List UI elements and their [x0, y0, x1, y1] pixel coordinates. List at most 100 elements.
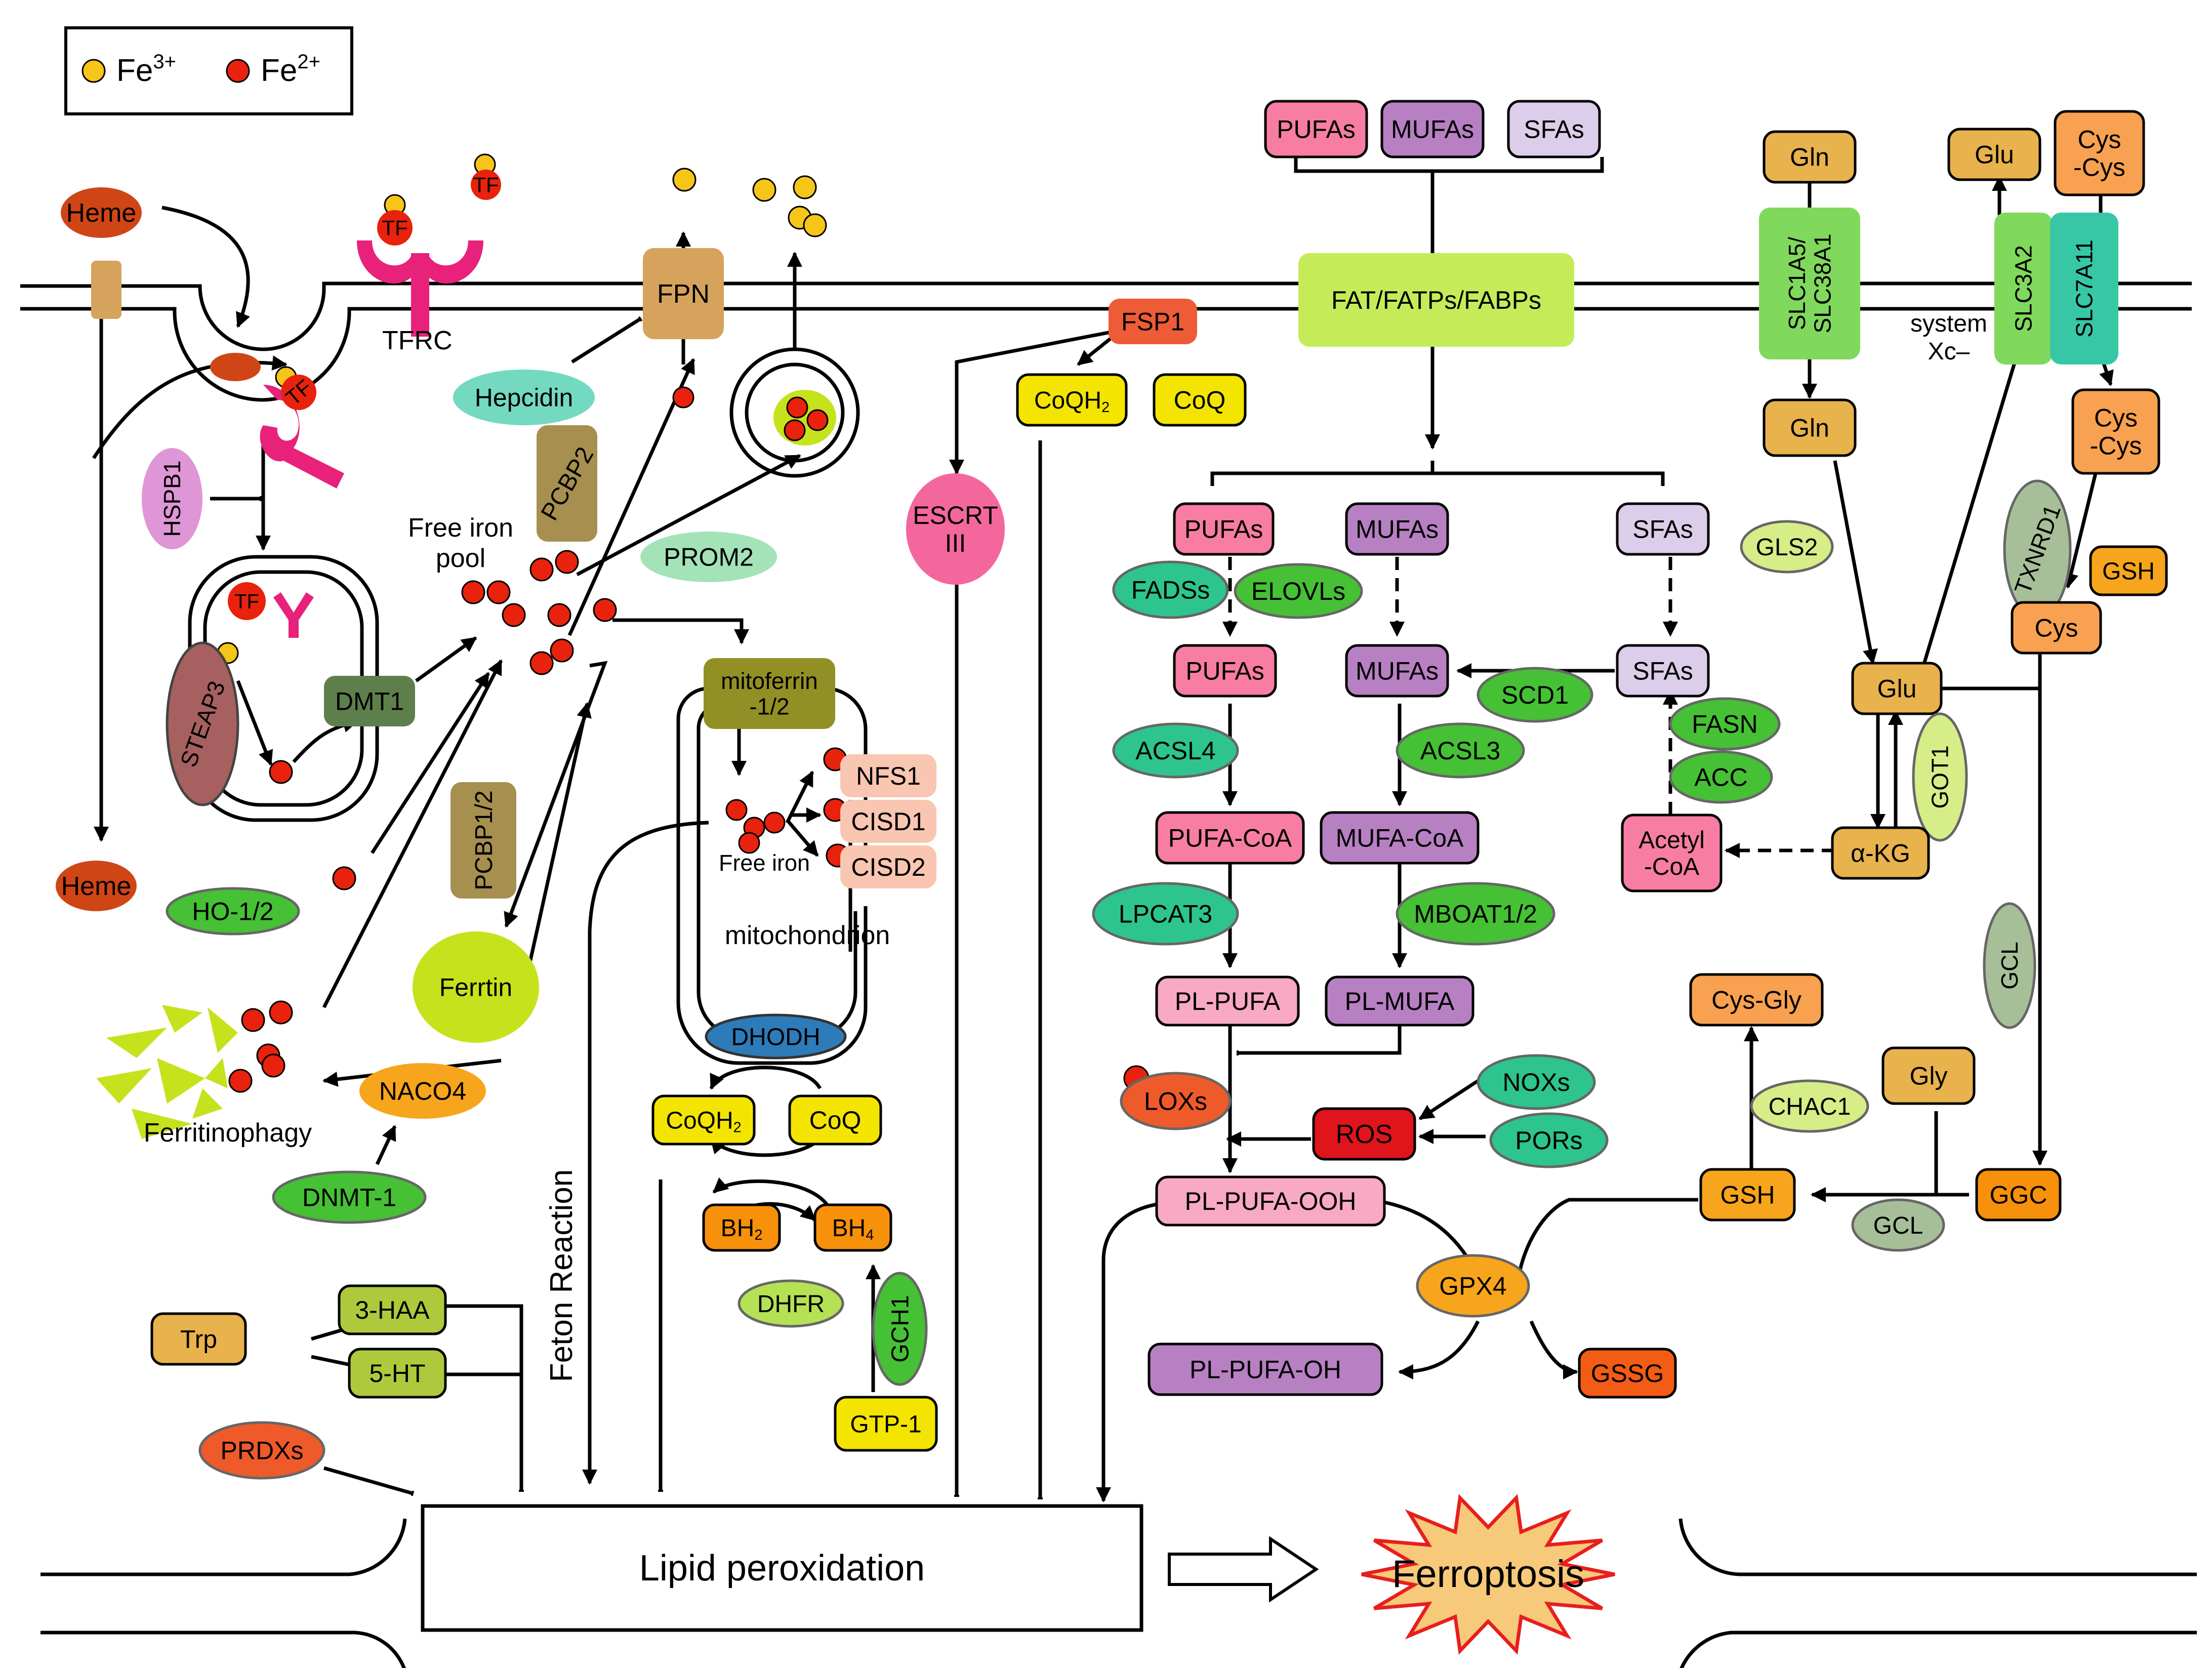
fsp1-coqh2-shape	[1016, 373, 1128, 427]
pl-mufa-label: PL-MUFA	[1345, 987, 1455, 1015]
steap3-node: STEAP3	[166, 641, 239, 806]
lpcat3-label: LPCAT3	[1119, 900, 1212, 928]
tf-node-a: TF	[471, 170, 501, 200]
fat-label: FAT/FATPs/FABPs	[1331, 286, 1541, 314]
tf-node-a-shape	[471, 170, 501, 200]
mito-coq-node: CoQ	[788, 1094, 882, 1146]
hepcidin-label: Hepcidin	[475, 384, 574, 412]
slc1a5-node: SLC1A5/SLC38A1	[1759, 208, 1860, 359]
fat-shape	[1298, 253, 1574, 347]
pl-mufa-node: PL-MUFA	[1325, 975, 1474, 1027]
gsh-b-shape	[1699, 1168, 1796, 1222]
ros-label: ROS	[1336, 1120, 1393, 1149]
tf-node-d-shape	[228, 582, 266, 620]
mitoferrin-shape	[704, 658, 835, 729]
pufas-2-node: PUFAs	[1173, 644, 1277, 698]
gln-in-node: Gln	[1763, 398, 1857, 457]
cyscys-in-node: Cys-Cys	[2071, 388, 2160, 475]
fe2-legend-label: Fe2+	[261, 51, 320, 88]
dhfr-shape	[738, 1279, 844, 1328]
mufas-2-label: MUFAs	[1356, 657, 1439, 685]
iron-dots	[217, 153, 1150, 1093]
system-xc-label-1: system	[1910, 310, 1987, 337]
dmt1-shape	[324, 676, 415, 726]
tf-node-d-label: TF	[234, 591, 259, 613]
haa-shape	[338, 1284, 447, 1335]
prdxs-node: PRDXs	[198, 1421, 325, 1480]
ho12-shape	[166, 887, 300, 935]
tfrc-label: TFRC	[382, 326, 453, 355]
gln-top-node: Gln	[1763, 130, 1857, 184]
heme-endosome-blob	[210, 353, 261, 381]
tf-node-c-shape	[281, 375, 316, 410]
gcl-b-node: GCL	[1851, 1198, 1945, 1252]
gsh-b-label: GSH	[1720, 1181, 1775, 1209]
fsp1-coqh2-node: CoQH2	[1016, 373, 1128, 427]
txnrd1-node: TXNRD1	[2003, 479, 2072, 619]
gch1-label: GCH1	[887, 1295, 914, 1362]
bh4-node: BH4	[813, 1203, 892, 1252]
escrt-shape	[906, 473, 1005, 585]
pl-pufa-ooh-label: PL-PUFA-OOH	[1185, 1187, 1357, 1215]
elovls-label: ELOVLs	[1251, 577, 1345, 605]
steap3-shape	[166, 641, 239, 806]
akg-label: α-KG	[1851, 839, 1910, 868]
mboat-shape	[1396, 882, 1555, 946]
tf-node-b-shape	[377, 210, 413, 246]
cisd2-label: CISD2	[851, 853, 925, 881]
naco4-label: NACO4	[379, 1077, 466, 1106]
sfas-1-node: SFAs	[1616, 502, 1710, 556]
glu-top-node: Glu	[1947, 128, 2041, 181]
gcl-b-label: GCL	[1873, 1212, 1923, 1239]
heme-top-label: Heme	[66, 198, 137, 228]
gln-in-label: Gln	[1790, 414, 1829, 442]
pl-pufa-oh-shape	[1148, 1342, 1383, 1396]
lipid-peroxidation-label: Lipid peroxidation	[639, 1548, 925, 1589]
mufas-2-shape	[1345, 644, 1449, 698]
prom2-label: PROM2	[664, 543, 754, 572]
mito-coqh2-shape	[651, 1094, 756, 1146]
loxs-node: LOXs	[1120, 1072, 1232, 1130]
cyscys-top-label: Cys-Cys	[2073, 126, 2125, 182]
fsp1-coqh2-label: CoQH2	[1034, 387, 1110, 416]
ht-node: 5-HT	[348, 1348, 447, 1399]
mufas-1-shape	[1345, 502, 1449, 556]
elovls-node: ELOVLs	[1234, 563, 1363, 619]
dhodh-shape	[705, 1013, 847, 1060]
ferroptosis-burst: Ferroptosis	[1361, 1494, 1615, 1655]
fpn-shape	[643, 248, 724, 339]
noxs-node: NOXs	[1477, 1054, 1596, 1110]
pcbp2-node: PCBP2	[536, 425, 599, 542]
pl-pufa-label: PL-PUFA	[1175, 987, 1281, 1015]
prom2-node: PROM2	[640, 532, 777, 582]
top-sfas-shape	[1507, 100, 1601, 158]
gch1-shape	[872, 1272, 928, 1386]
pcbp2-shape	[537, 425, 597, 542]
pors-label: PORs	[1515, 1126, 1582, 1155]
pufas-1-node: PUFAs	[1173, 502, 1275, 556]
dmt1-node: DMT1	[324, 676, 415, 726]
chac1-shape	[1750, 1079, 1869, 1133]
mboat-node: MBOAT1/2	[1396, 882, 1555, 946]
mufas-1-label: MUFAs	[1356, 515, 1439, 544]
glu-node: Glu	[1851, 662, 1943, 715]
gtp1-label: GTP-1	[850, 1411, 921, 1438]
gls2-shape	[1740, 520, 1834, 574]
gpx4-node: GPX4	[1416, 1254, 1530, 1318]
gsh-b-node: GSH	[1699, 1168, 1796, 1222]
acsl4-shape	[1112, 722, 1239, 779]
top-mufas-label: MUFAs	[1391, 115, 1474, 144]
loxs-shape	[1120, 1072, 1232, 1130]
prdxs-label: PRDXs	[221, 1437, 304, 1465]
tf-node-a-label: TF	[473, 173, 499, 197]
gtp1-shape	[834, 1396, 938, 1452]
pcbp12-node: PCBP1/2	[450, 782, 516, 899]
chac1-label: CHAC1	[1769, 1093, 1851, 1120]
gls2-label: GLS2	[1756, 534, 1818, 561]
mitochondrion-label: mitochondrion	[725, 921, 890, 950]
mito-coq-label: CoQ	[809, 1106, 862, 1134]
ferritinophagy-label: Ferritinophagy	[144, 1118, 312, 1148]
